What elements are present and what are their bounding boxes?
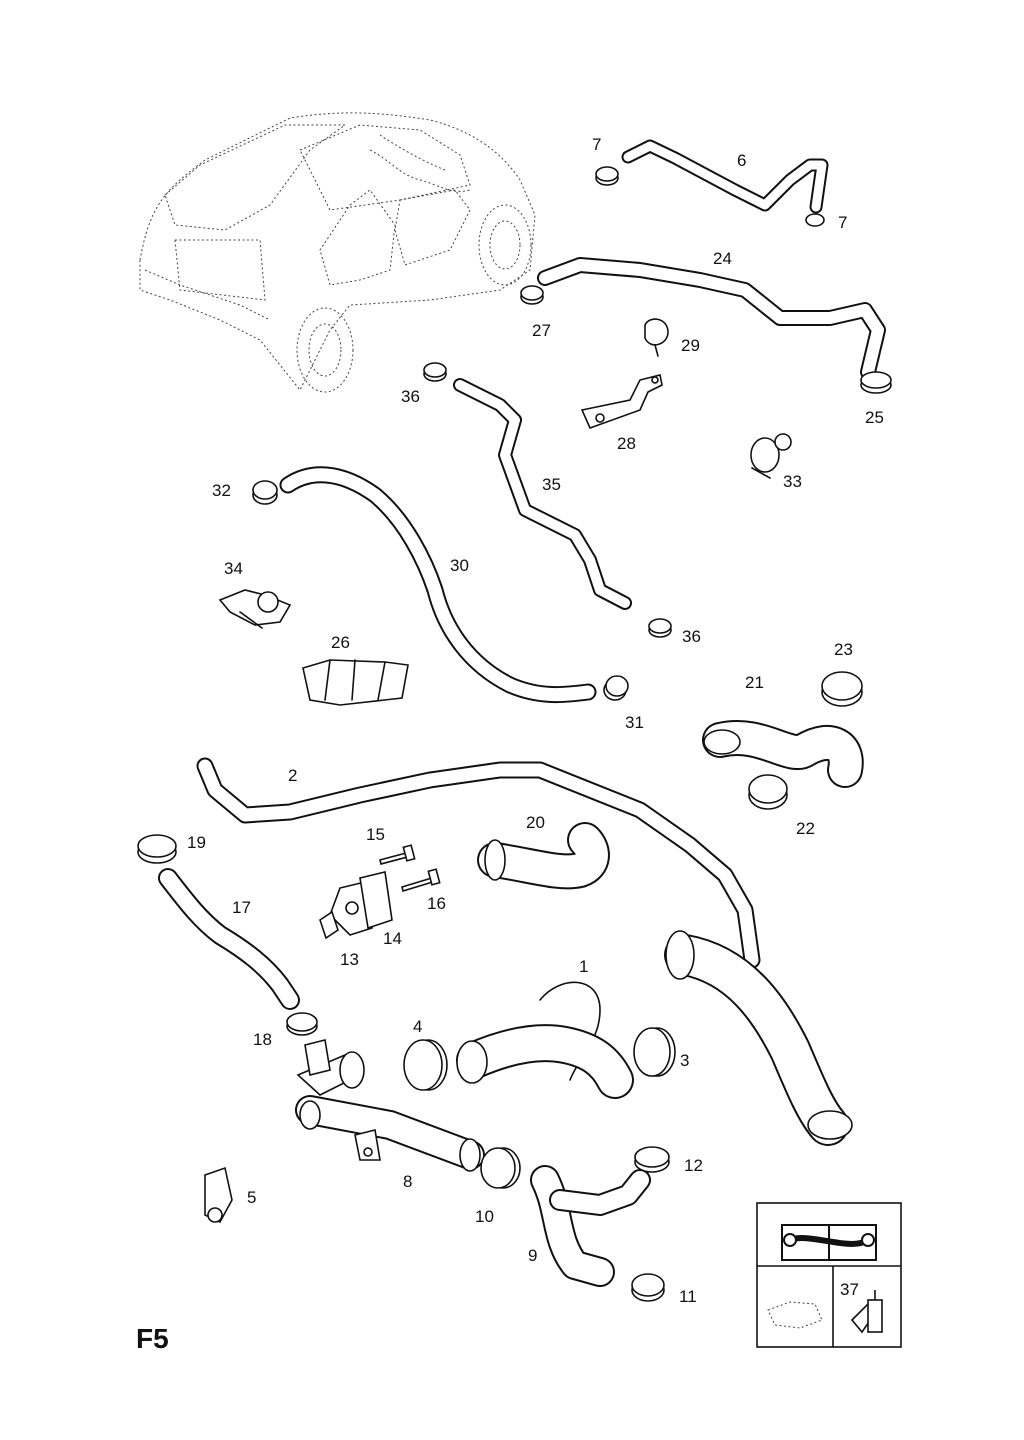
hose-24 <box>537 257 886 380</box>
legend-box <box>756 1202 902 1348</box>
clip-5 <box>204 1166 233 1224</box>
part-label-6: 6 <box>737 151 746 170</box>
clamp-25 <box>860 371 892 394</box>
gasket-14 <box>359 871 393 930</box>
hose-9 <box>530 1165 651 1287</box>
part-label-20: 20 <box>526 813 545 832</box>
part-label-21: 21 <box>745 673 764 692</box>
part-label-24: 24 <box>713 249 732 268</box>
part-label-3: 3 <box>680 1051 689 1070</box>
clip-33 <box>750 433 792 479</box>
part-label-2: 2 <box>288 766 297 785</box>
hose-21 <box>702 720 864 788</box>
part-label-27: 27 <box>532 321 551 340</box>
hose-17 <box>158 868 300 1010</box>
bolt-15 <box>379 844 416 865</box>
component-thumbnail-icon <box>767 1301 823 1329</box>
part-label-36-top: 36 <box>401 387 420 406</box>
part-label-16: 16 <box>427 894 446 913</box>
part-label-34: 34 <box>224 559 243 578</box>
bracket-26 <box>302 659 409 706</box>
car-outline-icon <box>139 112 536 393</box>
clamp-36-top <box>423 362 447 382</box>
part-label-30: 30 <box>450 556 469 575</box>
hose-large-right <box>664 930 853 1146</box>
part-label-19: 19 <box>187 833 206 852</box>
part-label-35: 35 <box>542 475 561 494</box>
clamp-7-right <box>805 213 825 227</box>
clamp-4 <box>403 1039 448 1091</box>
coolant-pipe-8 <box>295 1039 485 1172</box>
part-label-22: 22 <box>796 819 815 838</box>
hose-1 <box>456 981 634 1099</box>
clamp-27 <box>520 285 544 305</box>
page-code: F5 <box>136 1323 169 1354</box>
part-label-11: 11 <box>679 1287 697 1306</box>
hose-6 <box>621 139 829 214</box>
part-label-4: 4 <box>413 1017 422 1036</box>
part-label-25: 25 <box>865 408 884 427</box>
part-label-10: 10 <box>475 1207 494 1226</box>
bracket-28 <box>580 374 663 430</box>
part-label-13: 13 <box>340 950 359 969</box>
part-label-15: 15 <box>366 825 385 844</box>
part-label-7-top: 7 <box>592 135 601 154</box>
clamp-36-lower <box>648 618 672 638</box>
part-labels: 1 2 3 4 5 6 7 7 8 9 10 11 12 13 14 15 16… <box>136 135 884 1354</box>
part-label-26: 26 <box>331 633 350 652</box>
part-label-7-right: 7 <box>838 213 847 232</box>
part-label-12: 12 <box>684 1156 703 1175</box>
clamp-3 <box>633 1027 676 1077</box>
part-label-28: 28 <box>617 434 636 453</box>
clamp-12 <box>634 1146 670 1173</box>
clip-34 <box>218 589 292 629</box>
hose-30 <box>279 466 597 704</box>
workshop-manual-icon <box>781 1224 877 1261</box>
bolt-16 <box>401 868 441 893</box>
part-label-36-lower: 36 <box>682 627 701 646</box>
clamp-10 <box>480 1147 521 1189</box>
sealant-tube-icon <box>850 1290 883 1334</box>
part-label-1: 1 <box>579 957 588 976</box>
part-label-8: 8 <box>403 1172 412 1191</box>
clamp-19 <box>137 834 177 864</box>
clip-29 <box>644 318 669 357</box>
part-label-32: 32 <box>212 481 231 500</box>
clamp-11 <box>631 1273 665 1302</box>
hose-20 <box>477 822 610 890</box>
hose-2 <box>196 757 761 969</box>
clamp-7-top <box>595 166 619 186</box>
part-label-29: 29 <box>681 336 700 355</box>
part-label-5: 5 <box>247 1188 256 1207</box>
clamp-18 <box>286 1012 318 1036</box>
part-label-37: 37 <box>840 1280 859 1299</box>
part-label-18: 18 <box>253 1030 272 1049</box>
clamp-31 <box>603 675 629 701</box>
part-label-17: 17 <box>232 898 251 917</box>
clamp-32 <box>252 480 278 505</box>
clamp-22 <box>748 774 788 810</box>
part-label-31: 31 <box>625 713 644 732</box>
clamp-23 <box>821 671 863 707</box>
part-label-9: 9 <box>528 1246 537 1265</box>
hose-35 <box>453 378 632 610</box>
part-label-14: 14 <box>383 929 402 948</box>
part-label-23: 23 <box>834 640 853 659</box>
part-label-33: 33 <box>783 472 802 491</box>
